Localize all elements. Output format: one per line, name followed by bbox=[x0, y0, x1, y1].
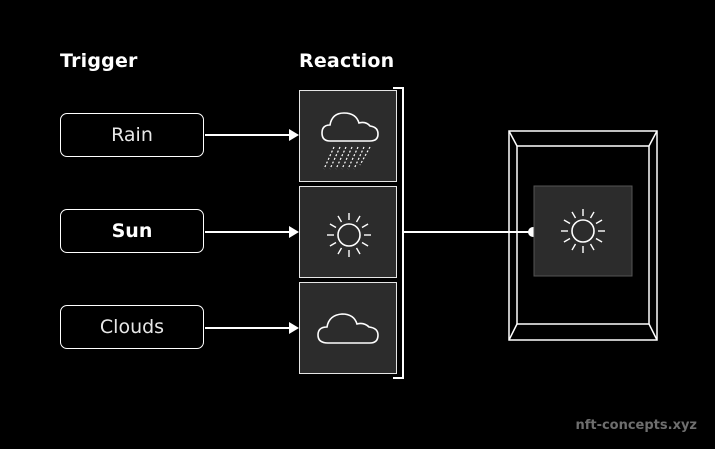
trigger-sun: Sun bbox=[60, 209, 204, 253]
sun-icon bbox=[327, 213, 371, 257]
trigger-header: Trigger bbox=[60, 50, 138, 72]
sun-ray bbox=[361, 241, 369, 247]
sun-ray bbox=[337, 247, 343, 255]
arrow-clouds bbox=[289, 322, 299, 334]
reaction-header: Reaction bbox=[299, 50, 395, 72]
output-sun-icon bbox=[561, 209, 605, 253]
sun-ray bbox=[571, 211, 577, 219]
reaction-tile-sun bbox=[299, 186, 397, 278]
sun-ray bbox=[571, 243, 577, 251]
cloud-icon bbox=[317, 313, 379, 344]
sun-ray bbox=[563, 237, 571, 243]
sun-ray bbox=[329, 223, 337, 229]
arrow-rain bbox=[289, 129, 299, 141]
sun-ray bbox=[361, 223, 369, 229]
sun-ray bbox=[589, 243, 595, 251]
sun-ray bbox=[337, 215, 343, 223]
arrow-sun bbox=[289, 226, 299, 238]
watermark: nft-concepts.xyz bbox=[575, 418, 697, 433]
rain-cloud-icon bbox=[321, 112, 379, 170]
sun-ray bbox=[355, 215, 361, 223]
trigger-clouds: Clouds bbox=[60, 305, 204, 349]
sun-ray bbox=[355, 247, 361, 255]
trigger-rain: Rain bbox=[60, 113, 204, 157]
sun-ray bbox=[589, 211, 595, 219]
sun-ray bbox=[563, 219, 571, 225]
output-display bbox=[533, 185, 633, 277]
reaction-tile-clouds bbox=[299, 282, 397, 374]
sun-ray bbox=[595, 219, 603, 225]
sun-ray bbox=[595, 237, 603, 243]
sun-ray bbox=[329, 241, 337, 247]
reaction-tile-rain bbox=[299, 90, 397, 182]
